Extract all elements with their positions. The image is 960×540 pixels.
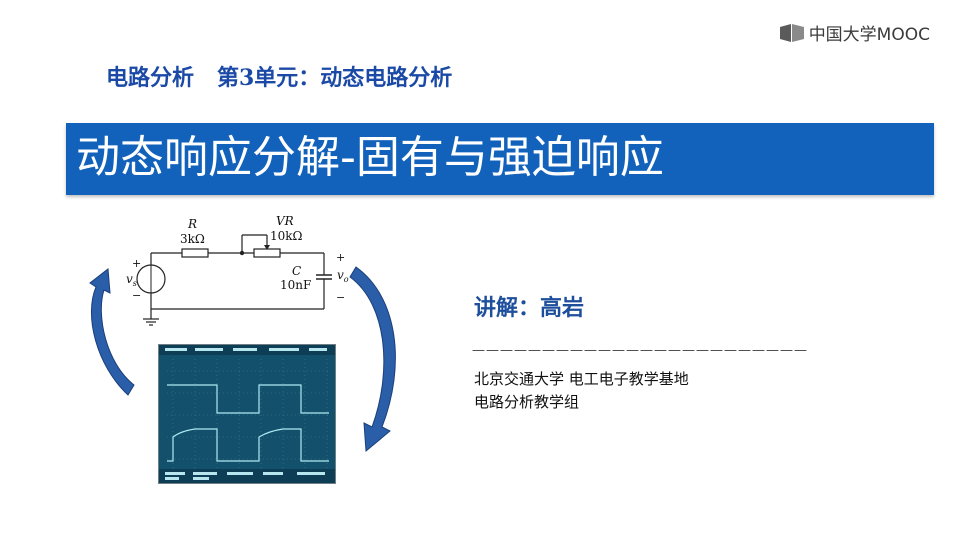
label-r-value: 3kΩ — [180, 232, 205, 246]
label-vs: vs — [126, 272, 137, 288]
curved-arrow-down-icon — [349, 266, 396, 453]
label-vr-value: 10kΩ — [270, 229, 303, 243]
resistor-r — [181, 248, 209, 258]
junction-node — [239, 250, 245, 256]
circuit-wires — [150, 234, 325, 319]
source-minus: − — [132, 289, 141, 302]
label-c: C — [292, 264, 301, 278]
slide-title: 动态响应分解-固有与强迫响应 — [76, 132, 664, 183]
label-r: R — [187, 217, 197, 231]
source-plus: + — [132, 257, 141, 270]
teaching-group-text: 电路分析教学组 — [474, 393, 580, 411]
course-unit-heading: 电路分析 第3单元：动态电路分析 — [106, 65, 453, 91]
affiliation-text: 北京交通大学 电工电子教学基地 — [474, 370, 689, 388]
ground-symbol — [143, 318, 159, 326]
oscilloscope-trace — [159, 345, 335, 483]
circuit-diagram: R 3kΩ VR 10kΩ C 10nF + − vs + − vo — [89, 214, 396, 453]
oscilloscope-screen — [158, 344, 336, 484]
label-c-value: 10nF — [280, 278, 311, 292]
label-vo: vo — [337, 268, 349, 284]
resistor-vr — [253, 248, 281, 258]
logo-text: 中国大学MOOC — [808, 25, 930, 45]
lecturer-name: 讲解：高岩 — [474, 295, 585, 321]
title-bar: 动态响应分解-固有与强迫响应 — [66, 123, 934, 195]
curved-arrow-up-icon — [89, 268, 135, 396]
output-plus: + — [336, 251, 345, 264]
output-minus: − — [336, 291, 345, 304]
capacitor-c — [316, 274, 332, 280]
separator-line: ———————————————————————— — [472, 343, 808, 358]
mooc-logo-icon — [779, 23, 804, 42]
mooc-logo: 中国大学MOOC — [779, 20, 930, 45]
wiper-arrow — [264, 245, 270, 250]
label-vr: VR — [276, 214, 294, 228]
